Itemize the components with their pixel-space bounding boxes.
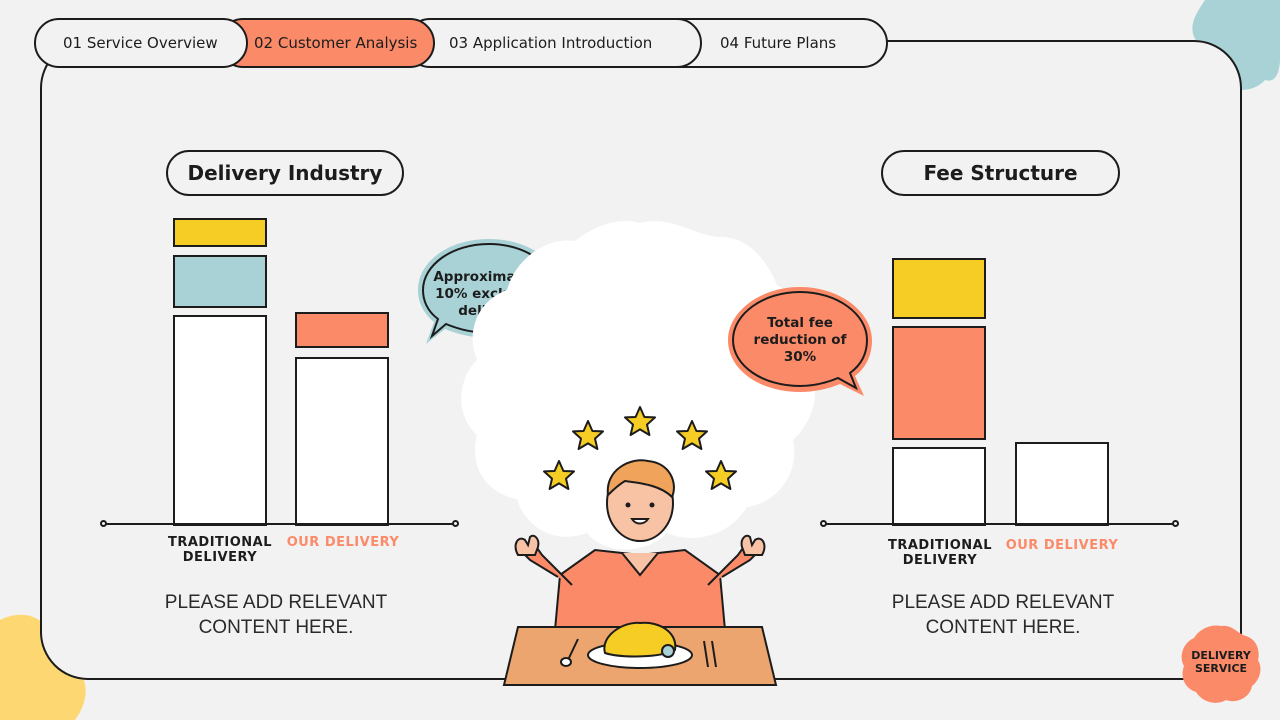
left-category-traditional: TRADITIONAL DELIVERY	[167, 535, 273, 565]
axis-end-dot	[820, 520, 827, 527]
fee-structure-title: Fee Structure	[881, 150, 1120, 196]
delivery-service-badge: DELIVERY SERVICE	[1191, 649, 1251, 675]
orange-speech-bubble	[728, 287, 872, 396]
white-cloud-background	[461, 221, 815, 550]
left-chart-axis	[104, 523, 456, 525]
traditional-bar-teal-segment	[173, 255, 267, 308]
traditional-bar-white-segment	[173, 315, 267, 526]
left-note: PLEASE ADD RELEVANT CONTENT HERE.	[164, 592, 388, 638]
left-category-our-delivery: OUR DELIVERY	[286, 535, 400, 550]
traditional-fee-bar-yellow-segment	[892, 258, 986, 319]
traditional-fee-bar-white-segment	[892, 447, 986, 526]
tab-label: 04 Future Plans	[720, 34, 837, 52]
delivery-service-badge-shape	[1181, 625, 1261, 703]
our-delivery-bar-orange-segment	[295, 312, 389, 348]
right-note: PLEASE ADD RELEVANT CONTENT HERE.	[891, 592, 1115, 638]
tab-label: 03 Application Introduction	[449, 34, 653, 52]
tab-application-introduction[interactable]: 03 Application Introduction	[405, 18, 702, 68]
axis-end-dot	[1172, 520, 1179, 527]
tab-label: 01 Service Overview	[63, 34, 218, 52]
traditional-bar-yellow-segment	[173, 218, 267, 247]
right-category-our-delivery: OUR DELIVERY	[1005, 538, 1119, 553]
delivery-industry-title: Delivery Industry	[166, 150, 404, 196]
traditional-fee-bar-orange-segment	[892, 326, 986, 440]
axis-end-dot	[452, 520, 459, 527]
our-delivery-bar-white-segment	[295, 357, 389, 526]
orange-callout-text: Total fee reduction of 30%	[753, 315, 847, 365]
right-category-traditional: TRADITIONAL DELIVERY	[887, 538, 993, 568]
tab-customer-analysis[interactable]: 02 Customer Analysis	[218, 18, 435, 68]
happy-customer-illustration	[502, 459, 778, 686]
our-delivery-fee-bar-white-segment	[1015, 442, 1109, 526]
axis-end-dot	[100, 520, 107, 527]
right-chart-axis	[824, 523, 1176, 525]
tab-service-overview[interactable]: 01 Service Overview	[34, 18, 248, 68]
tab-label: 02 Customer Analysis	[254, 34, 418, 52]
